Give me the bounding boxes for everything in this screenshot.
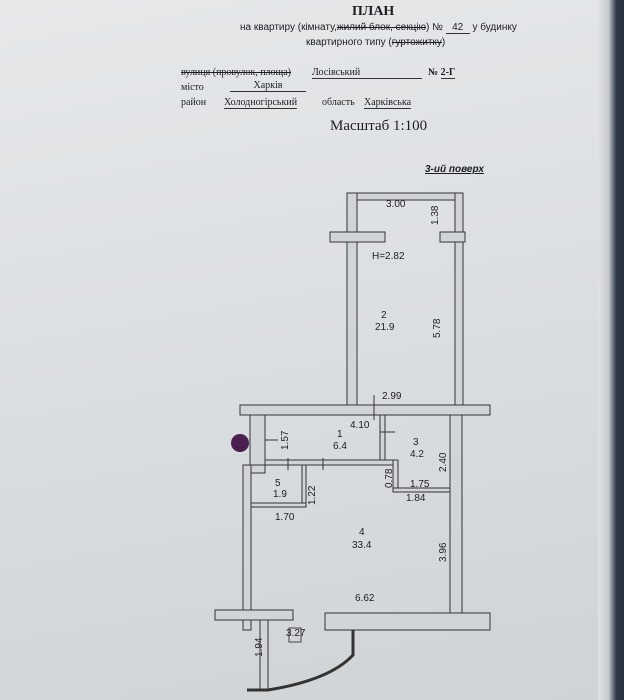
dim-2-99: 2.99 xyxy=(382,391,402,402)
dim-0-78: 0.78 xyxy=(384,468,395,488)
scale-label: Масштаб 1:100 xyxy=(330,118,428,134)
apartment-line: на квартиру (кімнату,жилий блок, секцію)… xyxy=(240,22,517,34)
street-label: вулиця (провулок, площа) xyxy=(181,67,291,78)
dim-5-78: 5.78 xyxy=(432,318,443,338)
balcony-arc xyxy=(247,630,355,692)
building-number: 2-Г xyxy=(440,67,456,79)
struck-text: гуртожитку xyxy=(391,37,442,48)
dim-1-84: 1.84 xyxy=(406,493,426,504)
dim-6-62: 6.62 xyxy=(355,593,375,604)
text: ) № xyxy=(426,22,443,33)
dim-1-22: 1.22 xyxy=(307,485,318,505)
room-2-number: 2 xyxy=(381,310,387,321)
text: ) xyxy=(441,37,446,48)
city-value: Харків xyxy=(230,80,306,92)
floor-label: 3-ий поверх xyxy=(425,164,484,175)
district-label: район xyxy=(181,97,207,108)
room-2-area: 21.9 xyxy=(375,322,395,333)
ceiling-height: H=2.82 xyxy=(372,251,405,262)
text: на квартиру (кімнату, xyxy=(240,22,337,33)
dimension-ticks xyxy=(265,395,395,470)
dim-2-40: 2.40 xyxy=(438,452,449,472)
text: квартирного типу ( xyxy=(306,37,392,48)
room-4-area: 33.4 xyxy=(352,540,372,551)
dim-3-00: 3.00 xyxy=(386,199,406,210)
room-1-area: 6.4 xyxy=(333,441,347,452)
district-value: Холодногірський xyxy=(224,97,298,109)
struck-text: жилий блок, секцію xyxy=(336,22,427,33)
text: у будинку xyxy=(472,22,517,33)
room-3-area: 4.2 xyxy=(410,449,424,460)
ink-stain xyxy=(231,434,249,452)
stove-icon xyxy=(288,627,302,643)
region-value: Харківська xyxy=(364,97,412,109)
page-edge xyxy=(598,0,624,700)
room-5-area: 1.9 xyxy=(273,489,287,500)
number-label: № xyxy=(428,67,439,78)
room-5-number: 5 xyxy=(275,478,281,489)
walls xyxy=(214,192,491,691)
region-label: область xyxy=(322,97,355,108)
dim-1-70: 1.70 xyxy=(275,512,295,523)
building-type-line: квартирного типу (гуртожитку) xyxy=(306,37,445,48)
dim-4-10: 4.10 xyxy=(350,420,370,431)
street-value: Лосівський xyxy=(312,67,422,79)
document-title: ПЛАН xyxy=(352,4,395,19)
city-label: місто xyxy=(181,82,204,93)
dim-1-38: 1.38 xyxy=(430,205,441,225)
struck-text: вулиця (провулок, площа) xyxy=(181,67,292,78)
room-3-number: 3 xyxy=(413,437,419,448)
dim-3-96: 3.96 xyxy=(438,542,449,562)
room-4-number: 4 xyxy=(359,527,365,538)
room-1-number: 1 xyxy=(337,429,343,440)
dim-1-57: 1.57 xyxy=(280,430,291,450)
apartment-number: 42 xyxy=(445,22,470,34)
document-page xyxy=(0,0,610,700)
dim-1-75: 1.75 xyxy=(410,479,430,490)
dim-1-94: 1.94 xyxy=(254,637,265,657)
dim-3-27: 3.27 xyxy=(286,628,306,639)
